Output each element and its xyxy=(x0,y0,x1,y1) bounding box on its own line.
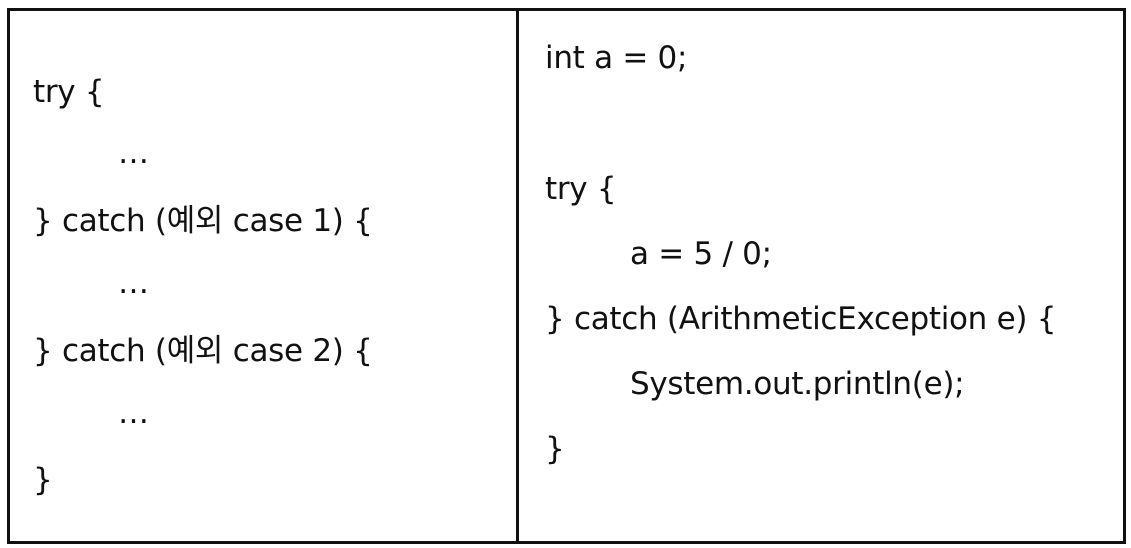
try-catch-syntax-panel: try { … } catch (예외 case 1) { … } catch … xyxy=(10,11,519,541)
code-line-println: System.out.println(e); xyxy=(630,366,965,402)
code-line-catch-case-2: } catch (예외 case 2) { xyxy=(33,333,373,369)
code-line-catch-arithmetic: } catch (ArithmeticException e) { xyxy=(545,301,1057,337)
code-line-close-brace: } xyxy=(33,462,53,498)
code-line-try: try { xyxy=(33,74,105,110)
code-line-catch-case-1: } catch (예외 case 1) { xyxy=(33,203,373,239)
code-line-int-declaration: int a = 0; xyxy=(545,40,688,76)
code-line-ellipsis-1: … xyxy=(118,135,149,171)
try-catch-example-panel: int a = 0; try { a = 5 / 0; } catch (Ari… xyxy=(519,11,1123,541)
code-line-division: a = 5 / 0; xyxy=(630,236,772,272)
code-line-close-brace: } xyxy=(545,431,565,467)
code-line-ellipsis-3: … xyxy=(118,395,149,431)
code-line-try: try { xyxy=(545,171,617,207)
code-line-ellipsis-2: … xyxy=(118,265,149,301)
code-comparison-table: try { … } catch (예외 case 1) { … } catch … xyxy=(7,8,1126,544)
